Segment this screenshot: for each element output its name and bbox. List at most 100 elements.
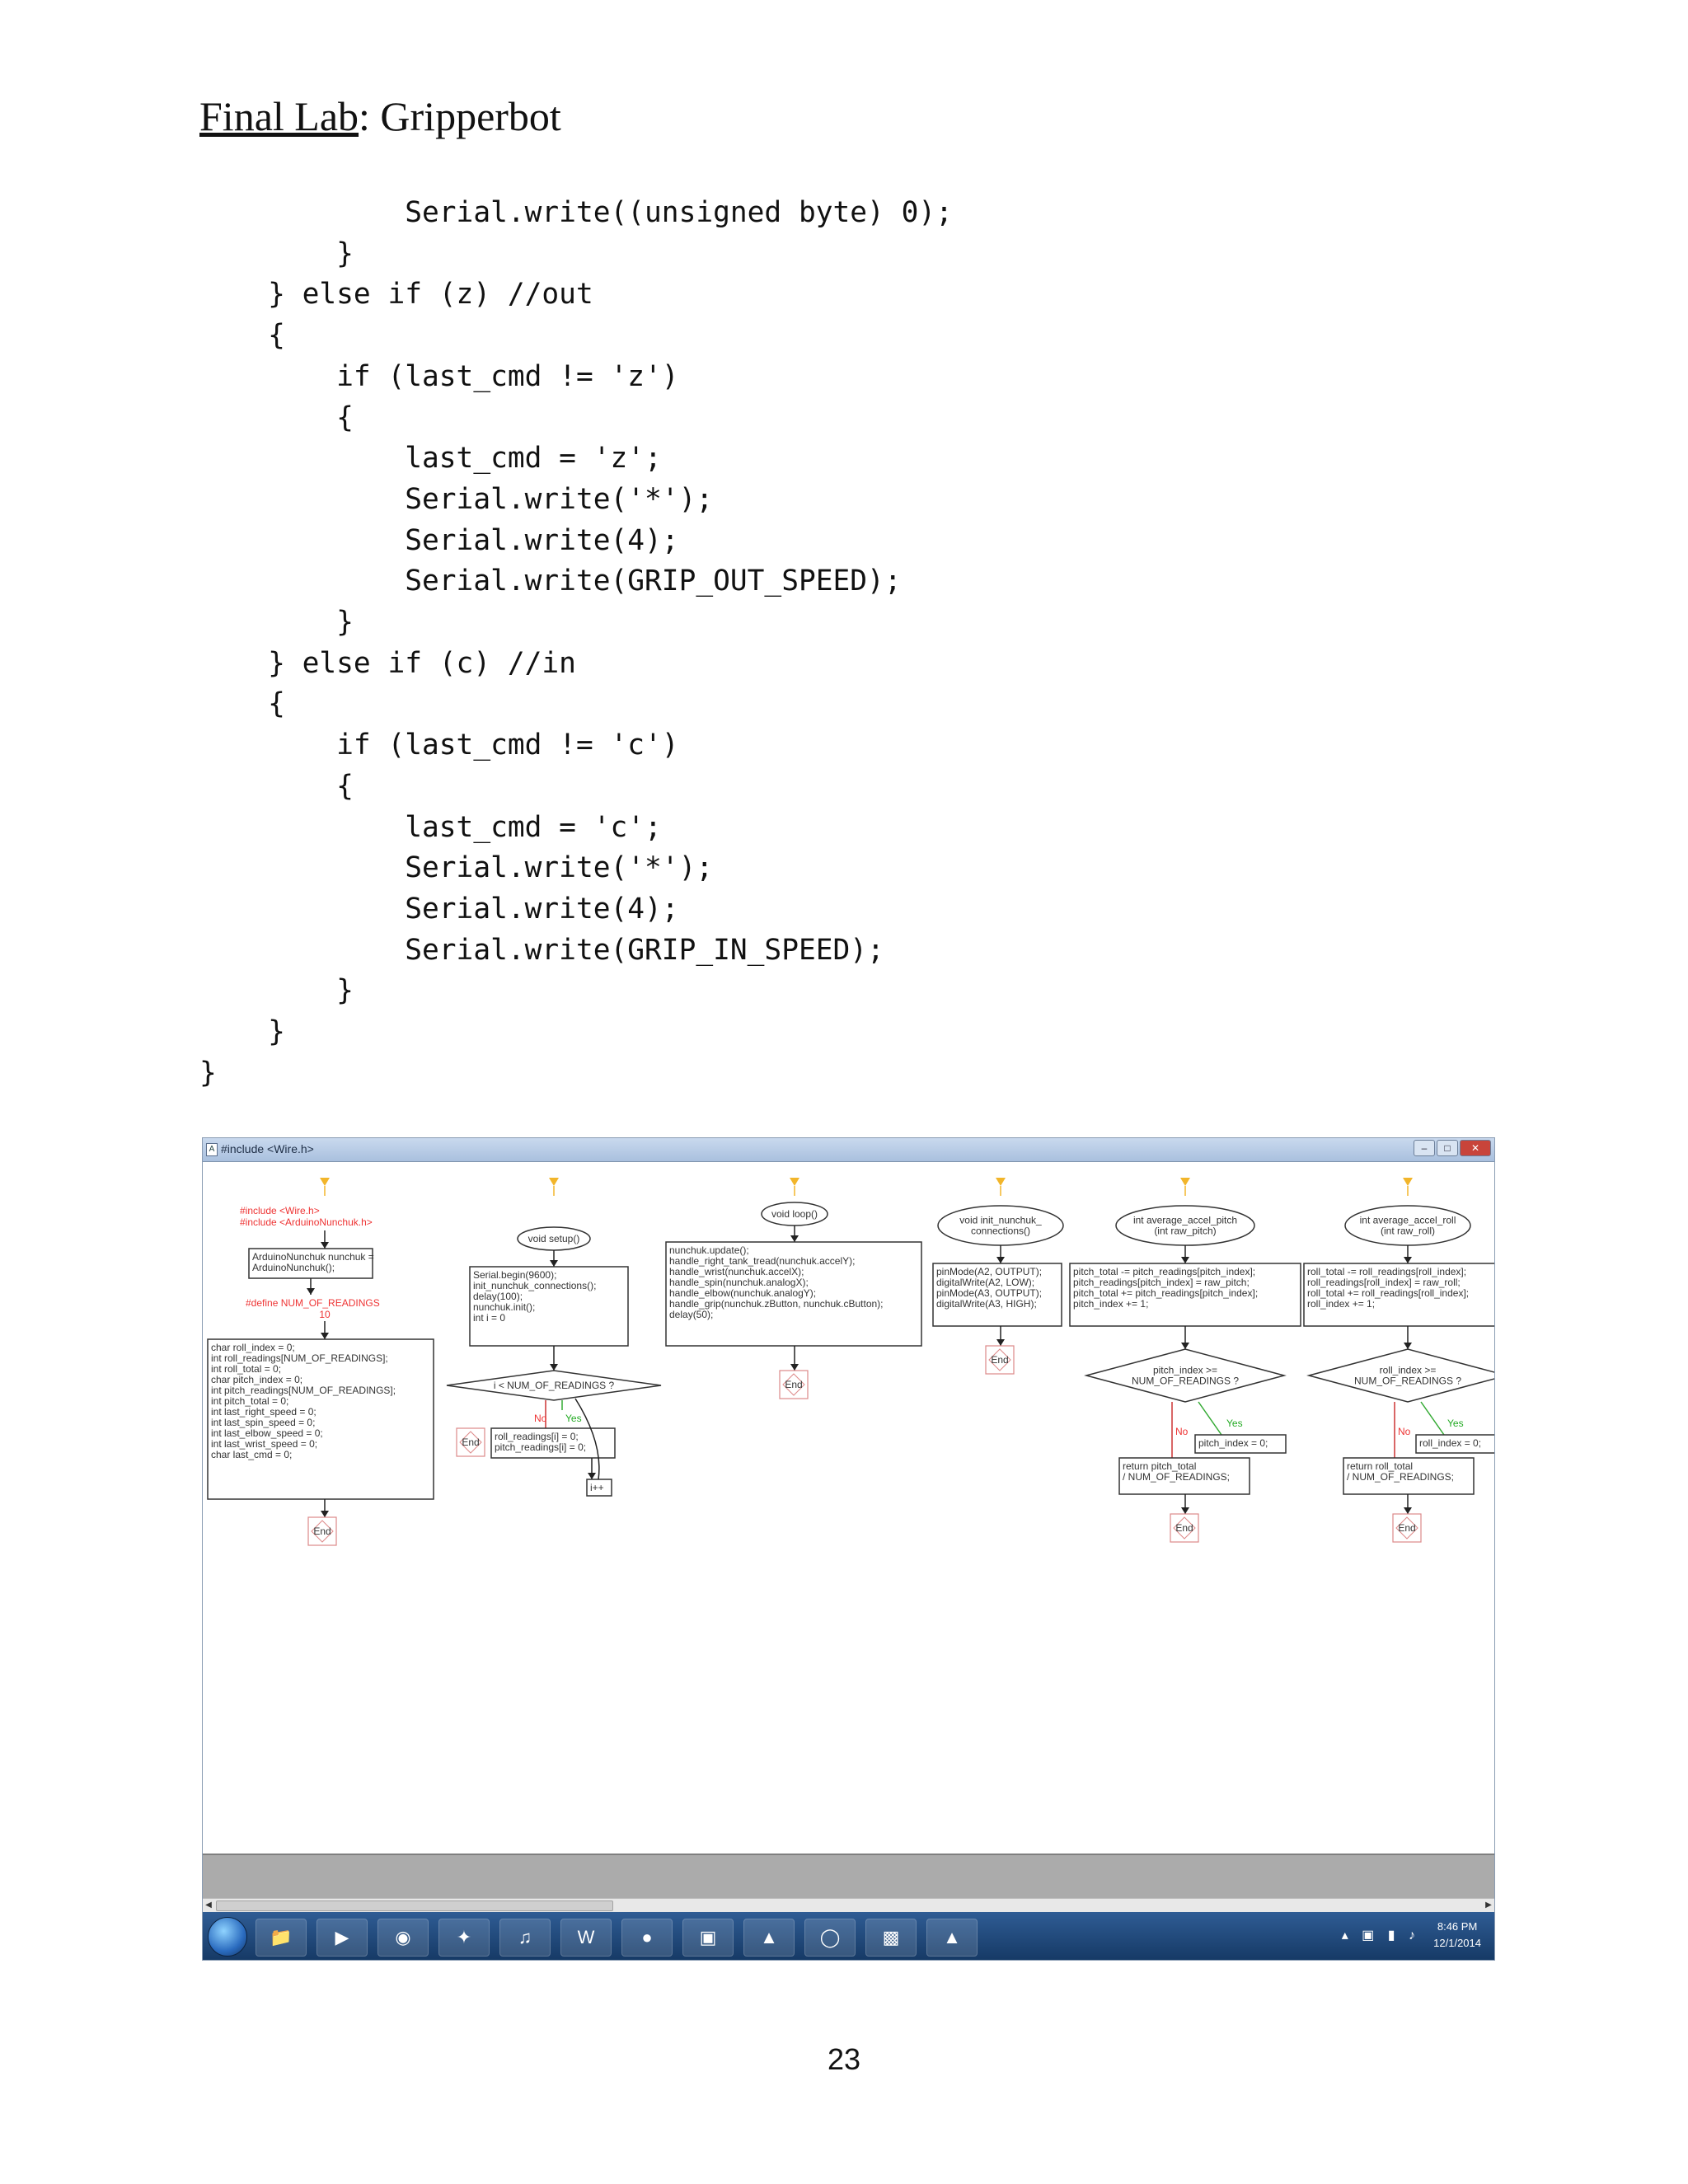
system-tray-icons[interactable]: ▴ ▣ ▮ ♪ xyxy=(1341,1929,1420,1943)
end-node xyxy=(307,1516,337,1546)
flowchart-text: Yes xyxy=(1226,1418,1243,1429)
start-arrow-icon xyxy=(320,1178,330,1186)
flowchart-text: i++ xyxy=(590,1482,604,1493)
flowchart-text: No xyxy=(1175,1426,1189,1437)
flowchart-text: delay(100); xyxy=(473,1291,523,1302)
flowchart-text: nunchuk.init(); xyxy=(473,1301,535,1313)
end-node-shape xyxy=(311,1520,334,1543)
word-icon[interactable]: W xyxy=(560,1919,612,1957)
scroll-right-icon[interactable]: ▶ xyxy=(1485,1900,1492,1910)
flowchart-text: / NUM_OF_READINGS; xyxy=(1347,1471,1454,1483)
code-line: if (last_cmd != 'z') xyxy=(336,359,679,393)
process-box xyxy=(586,1479,612,1497)
taskbar-apps: 📁 ▶ ◉ ✦ ♫ W ● ▣ ▲ ◯ ▩ ▲ xyxy=(256,1919,978,1957)
code-listing: Serial.write((unsigned byte) 0); } } els… xyxy=(199,193,953,1094)
end-node-shape xyxy=(782,1373,805,1396)
flowchart-text: End xyxy=(1175,1522,1193,1534)
flowchart-text: NUM_OF_READINGS ? xyxy=(1132,1376,1239,1387)
end-node-shape xyxy=(1173,1516,1196,1540)
scroll-left-icon[interactable]: ◀ xyxy=(205,1900,212,1910)
page-header: Final Lab: Gripperbot xyxy=(199,92,561,140)
flowchart-text: pitch_total -= pitch_readings[pitch_inde… xyxy=(1073,1266,1255,1277)
flowchart-app-icon[interactable]: ▲ xyxy=(926,1919,978,1957)
scrollbar-thumb[interactable] xyxy=(216,1900,613,1911)
flowchart-text: #include <Wire.h> xyxy=(240,1205,320,1216)
flowchart-text: handle_grip(nunchuk.zButton, nunchuk.cBu… xyxy=(669,1298,884,1310)
arrow-head xyxy=(790,1235,799,1242)
firefox-icon[interactable]: ● xyxy=(621,1919,673,1957)
window-icon[interactable]: ▣ xyxy=(682,1919,734,1957)
flowchart-text: void init_nunchuk_ xyxy=(959,1215,1042,1226)
arrow-head xyxy=(321,1333,329,1339)
start-arrow-icon xyxy=(549,1178,559,1186)
flowchart-text: roll_index = 0; xyxy=(1419,1437,1481,1449)
maximize-button[interactable]: □ xyxy=(1437,1140,1458,1156)
code-line: Serial.write('*'); xyxy=(405,482,714,516)
flowchart-text: i < NUM_OF_READINGS ? xyxy=(494,1380,615,1391)
arrow-head xyxy=(550,1260,558,1267)
window-titlebar[interactable]: A #include <Wire.h> – □ ✕ xyxy=(203,1138,1494,1162)
arrow-head xyxy=(1181,1257,1189,1263)
arrow-head xyxy=(307,1288,315,1295)
flowchart-text: End xyxy=(991,1354,1008,1366)
flowchart-text: int average_accel_roll xyxy=(1360,1215,1456,1226)
arrow-head xyxy=(1181,1507,1189,1514)
flowchart-text: (int raw_roll) xyxy=(1381,1226,1435,1237)
process-box xyxy=(1069,1263,1301,1327)
flowchart-text: pinMode(A3, OUTPUT); xyxy=(936,1287,1042,1299)
monitor-icon[interactable]: ▩ xyxy=(865,1919,917,1957)
process-box xyxy=(490,1427,616,1459)
flowchart-text: nunchuk.update(); xyxy=(669,1244,749,1256)
connector-line xyxy=(1198,1401,1222,1436)
flowchart-text: pitch_index >= xyxy=(1153,1365,1217,1376)
end-node-shape xyxy=(459,1431,482,1454)
pin-icon[interactable]: ✦ xyxy=(438,1919,490,1957)
taskbar-clock[interactable]: 8:46 PM 12/1/2014 xyxy=(1433,1919,1481,1952)
header-title: : Gripperbot xyxy=(359,93,561,139)
code-line: { xyxy=(336,401,354,434)
window-title: #include <Wire.h> xyxy=(221,1142,314,1155)
flowchart-text: pitch_total += pitch_readings[pitch_inde… xyxy=(1073,1287,1258,1299)
disc-icon[interactable]: ◉ xyxy=(377,1919,429,1957)
process-box xyxy=(932,1263,1062,1327)
code-line: { xyxy=(336,769,354,803)
minimize-button[interactable]: – xyxy=(1414,1140,1435,1156)
header-lab-label: Final Lab xyxy=(199,93,359,139)
start-arrow-icon xyxy=(1180,1178,1190,1186)
flowchart-text: roll_index += 1; xyxy=(1307,1298,1375,1310)
code-line: Serial.write(4); xyxy=(405,892,679,926)
arrow-head xyxy=(321,1242,329,1249)
process-box xyxy=(469,1266,629,1347)
end-node-shape xyxy=(988,1348,1011,1371)
flowchart-text: ArduinoNunchuk(); xyxy=(252,1262,335,1273)
arrow-head xyxy=(1404,1257,1412,1263)
flowchart-text: Yes xyxy=(565,1413,582,1424)
explorer-icon[interactable]: 📁 xyxy=(256,1919,307,1957)
start-button[interactable] xyxy=(208,1917,247,1957)
media-player-icon[interactable]: ▶ xyxy=(316,1919,368,1957)
code-line: } xyxy=(268,1015,285,1049)
code-line: } else if (c) //in xyxy=(268,646,576,680)
app-icon: A xyxy=(206,1143,218,1156)
chrome-icon[interactable]: ◯ xyxy=(804,1919,856,1957)
code-line: } xyxy=(199,1056,217,1090)
decision-node xyxy=(1306,1348,1494,1403)
screenshot-window: A #include <Wire.h> – □ ✕ #include <Wire… xyxy=(202,1137,1495,1961)
end-node xyxy=(1392,1513,1422,1543)
horizontal-scrollbar[interactable]: ◀ ▶ xyxy=(203,1898,1494,1912)
arrow-head xyxy=(550,1364,558,1371)
start-arrow-icon xyxy=(1403,1178,1413,1186)
code-line: Serial.write((unsigned byte) 0); xyxy=(405,196,953,229)
flowchart-text: No xyxy=(1398,1426,1411,1437)
start-arrow-icon xyxy=(790,1178,799,1186)
arrow-head xyxy=(996,1339,1005,1346)
arrow-head xyxy=(321,1511,329,1517)
flowchart-text: connections() xyxy=(971,1226,1030,1237)
flowchart-text: int last_right_speed = 0; xyxy=(211,1406,316,1418)
pdf-icon[interactable]: ▲ xyxy=(743,1919,795,1957)
flowchart-text: int last_spin_speed = 0; xyxy=(211,1417,315,1428)
close-button[interactable]: ✕ xyxy=(1460,1140,1491,1156)
music-icon[interactable]: ♫ xyxy=(499,1919,551,1957)
flowchart-text: pinMode(A2, OUTPUT); xyxy=(936,1266,1042,1277)
flowchart-text: #define NUM_OF_READINGS xyxy=(246,1297,380,1309)
